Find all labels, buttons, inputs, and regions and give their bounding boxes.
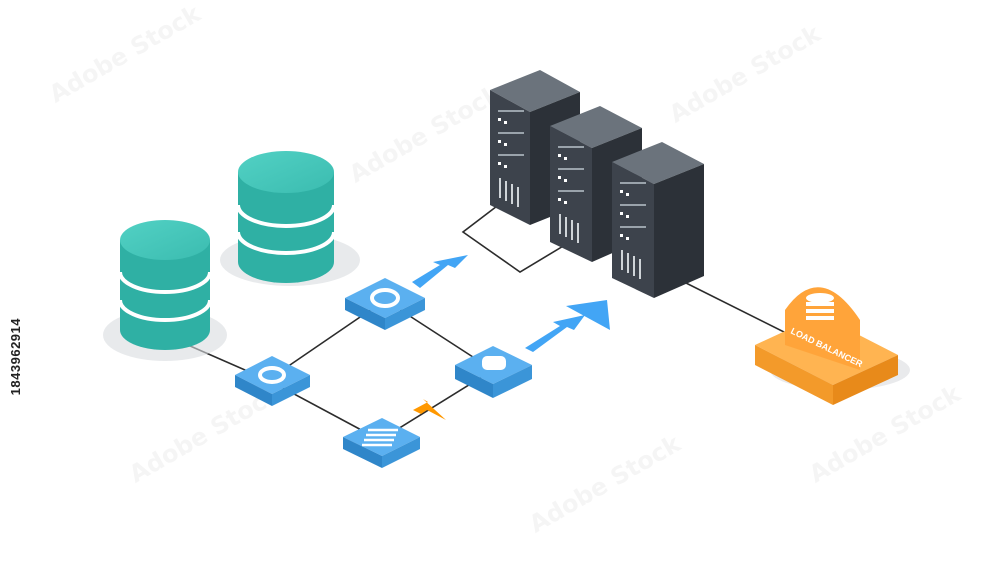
load-balancer-icon <box>806 293 834 320</box>
node-ring-left <box>235 356 310 406</box>
node-document <box>343 418 420 468</box>
arrow-up-triangle-icon <box>566 300 610 330</box>
database-right <box>220 151 360 286</box>
arrow-orange-icon <box>413 399 446 420</box>
node-ring-top <box>345 278 425 330</box>
stock-id: 1843962914 <box>8 318 23 396</box>
node-chat <box>455 346 532 398</box>
server-rack-3 <box>612 142 704 298</box>
arrow-double-left-icon <box>525 315 585 352</box>
load-balancer: LOAD BALANCER <box>755 287 910 405</box>
arrow-left-icon <box>412 255 468 288</box>
database-left <box>103 220 227 361</box>
